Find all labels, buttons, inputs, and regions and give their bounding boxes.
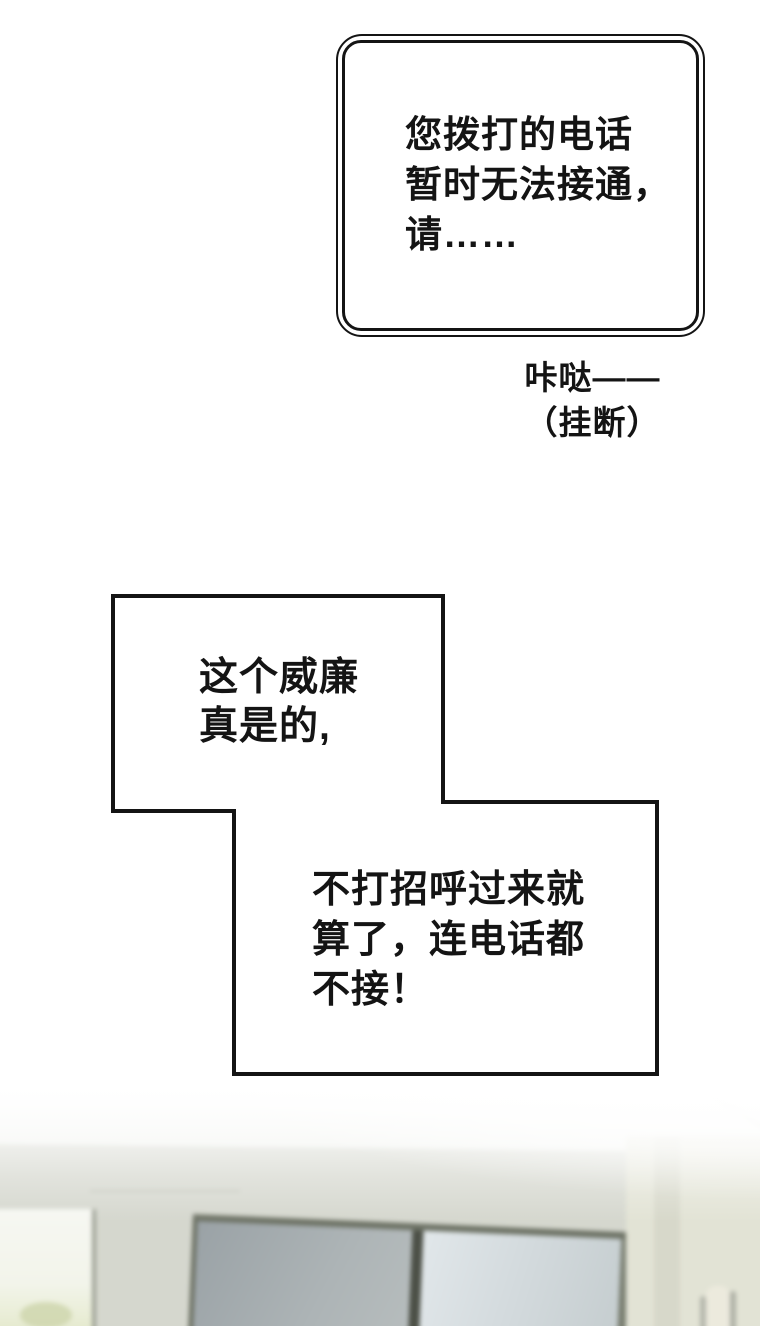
thought-text-lower: 不打招呼过来就 算了，连电话都 不接！ bbox=[312, 865, 585, 1015]
phone-message-box-inner-border bbox=[342, 40, 699, 331]
sfx-line-2: （挂断） bbox=[524, 404, 661, 441]
phone-message-line-2: 暂时无法接通， bbox=[405, 164, 671, 205]
photo-wardrobe-right-door bbox=[416, 1230, 622, 1326]
phone-message-box: 您拨打的电话 暂时无法接通， 请…… bbox=[336, 34, 705, 337]
phone-message-line-1: 您拨打的电话 bbox=[405, 114, 633, 155]
photo-window-panel bbox=[0, 1209, 96, 1326]
phone-message-text: 您拨打的电话 暂时无法接通， 请…… bbox=[405, 110, 671, 260]
photo-window-plant-blur bbox=[20, 1302, 72, 1326]
thought-lower-line-3: 不接！ bbox=[312, 969, 430, 1011]
photo-wall-seam bbox=[90, 1190, 240, 1192]
thought-lower-line-1: 不打招呼过来就 bbox=[312, 869, 586, 911]
photo-wardrobe bbox=[185, 1214, 630, 1326]
phone-message-line-3: 请…… bbox=[405, 214, 519, 255]
photo-right-wall bbox=[626, 1136, 760, 1326]
photo-doorframe-line-right bbox=[730, 1291, 736, 1326]
thought-lower-line-2: 算了，连电话都 bbox=[312, 919, 586, 961]
thought-text-upper: 这个威廉 真是的, bbox=[199, 653, 359, 751]
photo-doorframe-strip bbox=[706, 1286, 730, 1326]
photo-wardrobe-left-door bbox=[190, 1221, 413, 1326]
sfx-caption: 咔哒—— （挂断） bbox=[470, 355, 715, 445]
photo-right-wall-shadow bbox=[654, 1136, 680, 1326]
background-photo bbox=[0, 1078, 760, 1326]
sfx-line-1: 咔哒—— bbox=[524, 359, 661, 396]
photo-room-scene bbox=[0, 1078, 760, 1326]
thought-upper-line-2: 真是的, bbox=[199, 705, 331, 748]
thought-upper-line-1: 这个威廉 bbox=[199, 656, 360, 699]
